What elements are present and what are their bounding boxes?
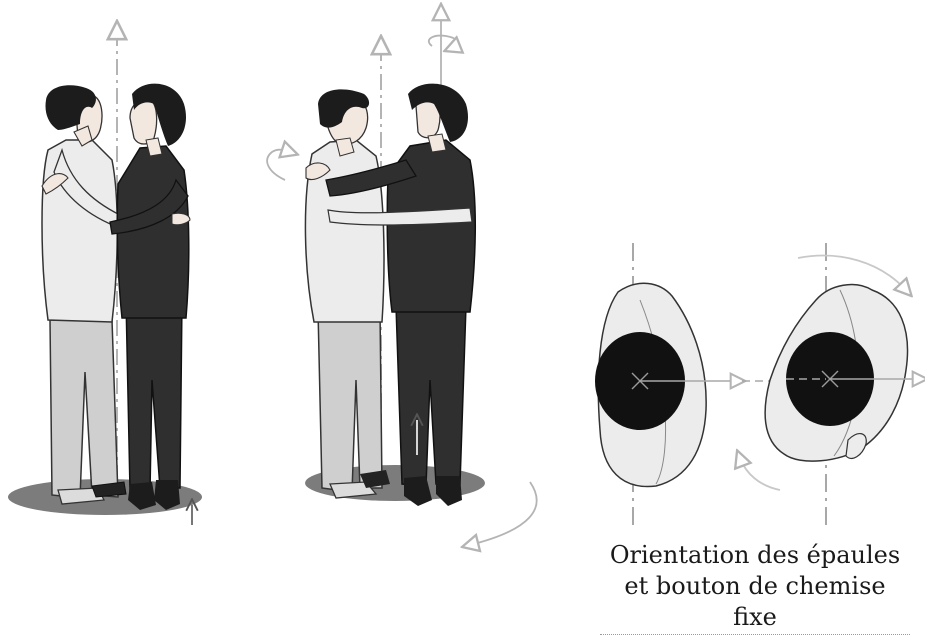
panel-top-view [595,243,920,528]
caption: Orientation des épaules et bouton de che… [600,540,910,635]
woman-figure [110,84,190,510]
shoulder-rotation-arrow [267,150,290,180]
shoulders-rotated [740,256,920,490]
caption-line-2: et bouton de chemise fixe [600,571,910,635]
floor-rotation-arrow [470,482,537,545]
man-figure [305,89,390,498]
illustration-canvas [0,0,925,608]
panel-couple-facing [8,30,202,525]
man-figure [42,85,126,504]
shoulders-aligned [595,283,738,486]
axis-rotation-arrow [429,36,458,48]
rotation-arrow-bottom [740,458,780,490]
caption-line-1: Orientation des épaules [600,540,910,571]
panel-couple-rotated [267,12,537,545]
